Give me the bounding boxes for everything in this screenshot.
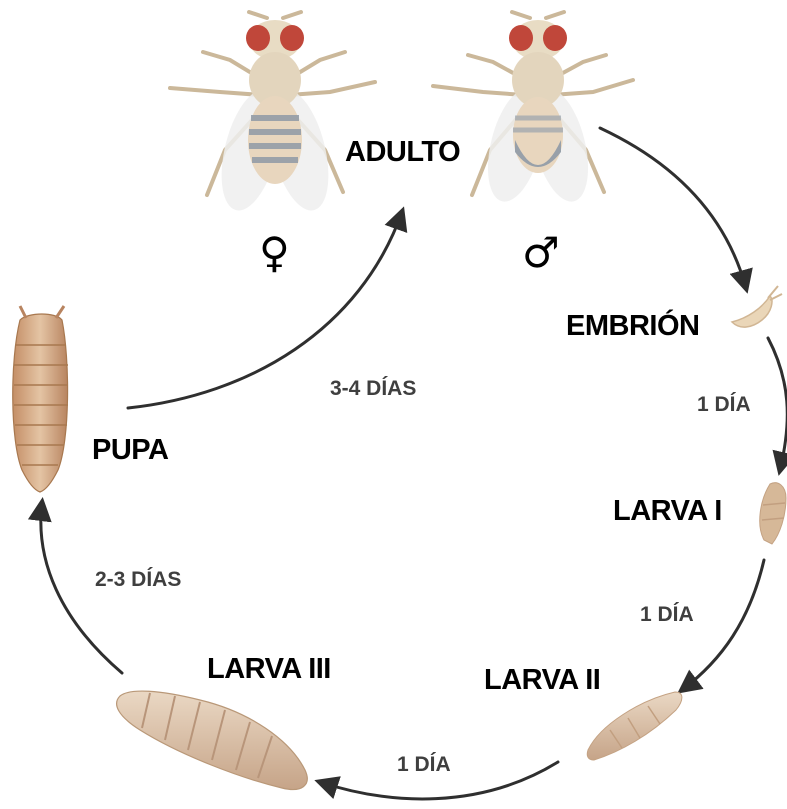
duration-label-pupa-to-adult: 3-4 DÍAS: [330, 377, 416, 401]
male-fly-image: [433, 12, 633, 207]
arrow-embryo-to-larva1: [768, 338, 787, 470]
duration-label-larva3-to-pupa: 2-3 DÍAS: [95, 568, 181, 592]
larva-2-image: [587, 692, 682, 760]
stage-label-larva-1: LARVA I: [613, 495, 722, 528]
female-fly-image: [170, 12, 375, 216]
duration-label-embryo-to-larva1: 1 DÍA: [697, 393, 751, 417]
larva-3-image: [117, 691, 308, 789]
duration-label-larva2-to-larva3: 1 DÍA: [397, 753, 451, 777]
stage-label-embryo: EMBRIÓN: [566, 310, 699, 343]
stage-label-larva-3: LARVA III: [207, 653, 331, 686]
stage-label-pupa: PUPA: [92, 434, 168, 467]
larva-1-image: [760, 483, 786, 544]
female-symbol-icon: ♀: [259, 232, 290, 274]
arrow-adult-to-embryo: [600, 128, 746, 288]
embryo-image: [732, 286, 782, 327]
duration-label-larva1-to-larva2: 1 DÍA: [640, 603, 694, 627]
pupa-image: [13, 306, 68, 492]
male-symbol-icon: ♂: [522, 232, 560, 274]
stage-label-adult: ADULTO: [345, 136, 460, 169]
stage-label-larva-2: LARVA II: [484, 664, 600, 697]
arrow-larva1-to-larva2: [682, 560, 764, 690]
